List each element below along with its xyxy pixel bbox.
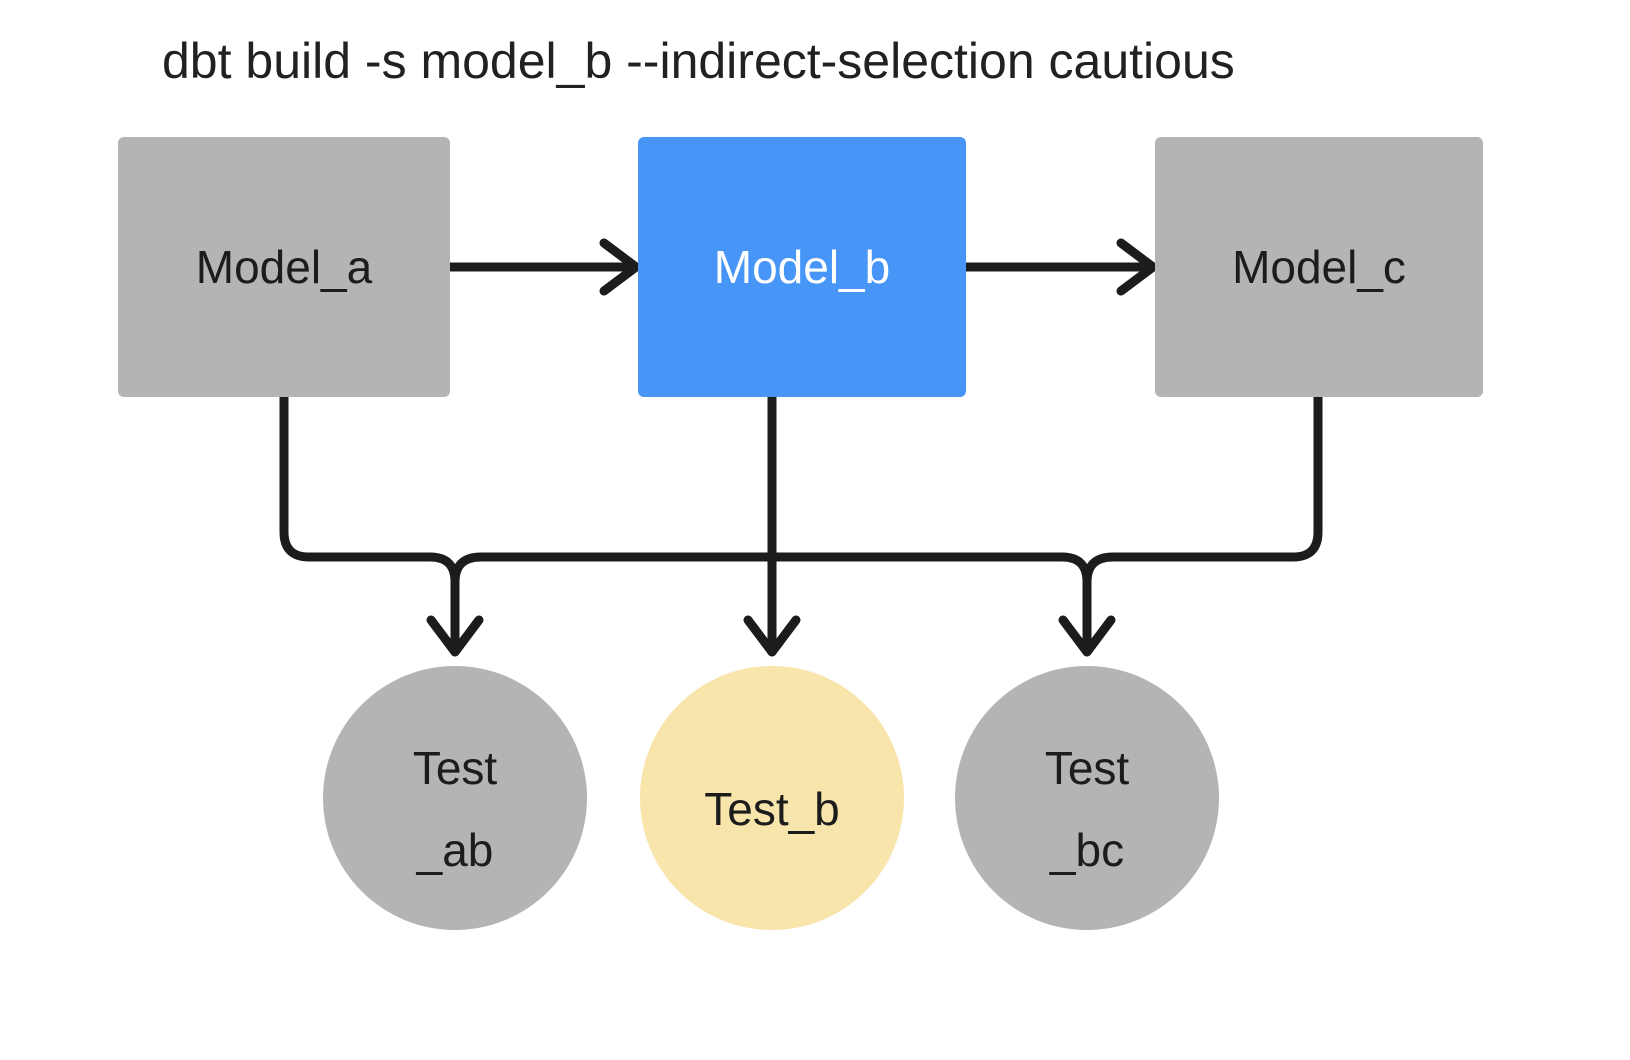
node-model-b[interactable]: Model_b (638, 137, 966, 397)
edges-layer (279, 238, 1323, 657)
model-a-label: Model_a (196, 241, 373, 293)
model-c-rect[interactable] (1155, 137, 1483, 397)
edge-model-b-to-test-ab (450, 552, 772, 583)
test-bc-circle[interactable] (955, 666, 1219, 930)
edge-model-c-to-test-bc (1082, 397, 1323, 583)
node-test-bc[interactable]: Test _bc (955, 666, 1219, 930)
node-test-b[interactable]: Test_b (640, 666, 904, 930)
edge-model-a-to-model-b (450, 238, 641, 296)
test-b-label: Test_b (704, 783, 840, 835)
test-ab-label-line2: _ab (416, 824, 494, 876)
edge-model-b-to-test-b (743, 397, 801, 657)
model-c-label: Model_c (1232, 241, 1406, 293)
test-bc-label-line1: Test (1045, 742, 1130, 794)
test-ab-label-line1: Test (413, 742, 498, 794)
test-bc-label-line2: _bc (1049, 824, 1124, 876)
edge-model-a-to-test-ab (279, 397, 484, 657)
model-b-label: Model_b (714, 241, 890, 293)
edge-model-b-to-test-bc (772, 552, 1116, 657)
node-model-a[interactable]: Model_a (118, 137, 450, 397)
edge-model-b-to-model-c (966, 238, 1158, 296)
test-b-circle[interactable] (640, 666, 904, 930)
node-test-ab[interactable]: Test _ab (323, 666, 587, 930)
node-model-c[interactable]: Model_c (1155, 137, 1483, 397)
test-ab-circle[interactable] (323, 666, 587, 930)
diagram-title: dbt build -s model_b --indirect-selectio… (162, 33, 1235, 89)
model-b-rect[interactable] (638, 137, 966, 397)
model-a-rect[interactable] (118, 137, 450, 397)
